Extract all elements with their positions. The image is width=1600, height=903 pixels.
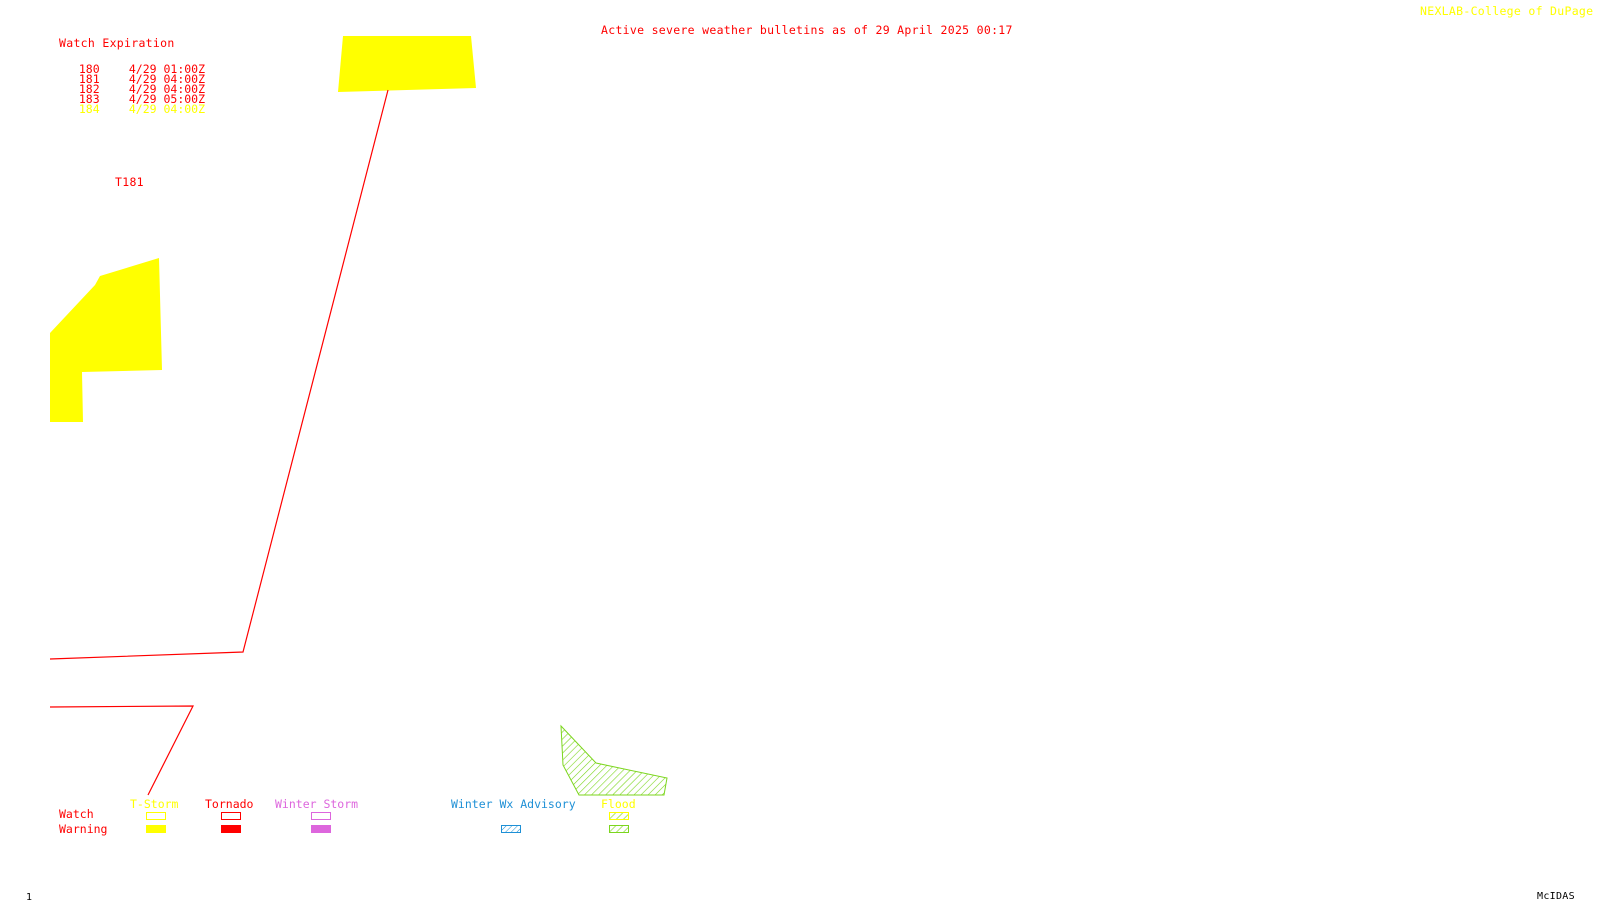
legend-tornado-label: Tornado (205, 797, 254, 811)
watch-expiry: 4/29 01:00Z (128, 62, 206, 76)
legend-flood-label: Flood (601, 797, 636, 811)
legend-winter-advisory-label: Winter Wx Advisory (451, 797, 576, 811)
winter-storm-warning-swatch (311, 825, 331, 833)
flood-warning-polygon[interactable] (560, 724, 668, 796)
tornado-watch-outline-south[interactable] (49, 705, 194, 796)
winter-advisory-warning-swatch (501, 825, 521, 833)
watch-number: 184 (78, 102, 100, 116)
flood-watch-swatch (609, 812, 629, 820)
tstorm-warning-polygon-west[interactable] (50, 258, 162, 422)
software-label: McIDAS (1537, 891, 1575, 902)
tornado-watch-swatch (221, 812, 241, 820)
watch-table-heading: Watch Expiration (59, 36, 175, 50)
watch-number: 182 (78, 82, 100, 96)
watch-expiry: 4/29 05:00Z (128, 92, 206, 106)
watch-row[interactable]: 182 4/29 04:00Z (65, 74, 206, 96)
tornado-warning-swatch (221, 825, 241, 833)
watch-number: 183 (78, 92, 100, 106)
watch-map-label: T181 (115, 175, 144, 189)
credit-label: NEXLAB-College of DuPage R (1420, 4, 1600, 18)
frame-number: 1 (26, 892, 33, 903)
watch-expiry: 4/29 04:00Z (128, 72, 206, 86)
watch-expiry: 4/29 04:00Z (128, 102, 206, 116)
watch-number: 181 (78, 72, 100, 86)
legend-watch-row-label: Watch (59, 807, 94, 821)
bulletin-title: Active severe weather bulletins as of 29… (601, 23, 1013, 37)
tstorm-watch-swatch (146, 812, 166, 820)
legend-tstorm-label: T-Storm (130, 797, 179, 811)
watch-expiry: 4/29 04:00Z (128, 82, 206, 96)
tstorm-warning-swatch (146, 825, 166, 833)
watch-row[interactable]: 180 4/29 01:00Z (65, 54, 206, 76)
watch-row[interactable]: 184 4/29 04:00Z (65, 94, 206, 116)
watch-row[interactable]: 181 4/29 04:00Z (65, 64, 206, 86)
winter-storm-watch-swatch (311, 812, 331, 820)
flood-warning-swatch (609, 825, 629, 833)
watch-number: 180 (78, 62, 100, 76)
legend-winter-storm-label: Winter Storm (275, 797, 359, 811)
tstorm-warning-polygon-north[interactable] (338, 36, 476, 92)
tornado-watch-outline-181[interactable] (49, 89, 389, 660)
legend-warning-row-label: Warning (59, 822, 108, 836)
watch-row[interactable]: 183 4/29 05:00Z (65, 84, 206, 106)
